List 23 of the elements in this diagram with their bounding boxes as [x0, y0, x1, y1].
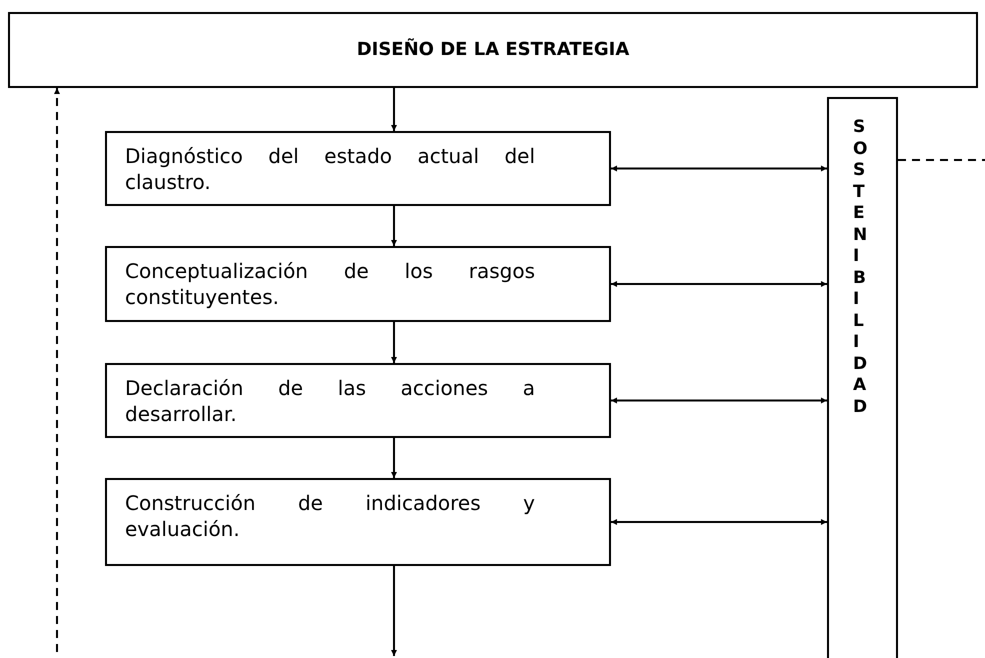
step-text: Declaración de las acciones a desarrollar. [125, 375, 535, 427]
arrow [54, 88, 60, 652]
node-label: DISEÑO DE LA ESTRATEGIA [356, 38, 630, 61]
vertical-label: SOSTENIBILIDAD [853, 117, 868, 418]
arrow [391, 566, 397, 656]
process-box [105, 131, 611, 206]
arrow [391, 88, 397, 131]
title-box [8, 12, 978, 88]
process-box [105, 478, 611, 566]
arrow [611, 398, 827, 404]
arrow [611, 281, 827, 287]
step-text: Construcción de indicadores y evaluación. [125, 490, 535, 542]
vertical-bar-box [827, 97, 898, 658]
process-box [105, 363, 611, 438]
arrow [611, 519, 827, 525]
arrow [391, 206, 397, 246]
step-text: Diagnóstico del estado actual del claustro. [125, 143, 535, 195]
arrow [391, 322, 397, 363]
arrow [391, 438, 397, 478]
step-text: Conceptualización de los rasgos constituyentes. [125, 258, 535, 310]
process-box [105, 246, 611, 322]
arrow [611, 166, 827, 172]
connector-line [898, 159, 985, 161]
